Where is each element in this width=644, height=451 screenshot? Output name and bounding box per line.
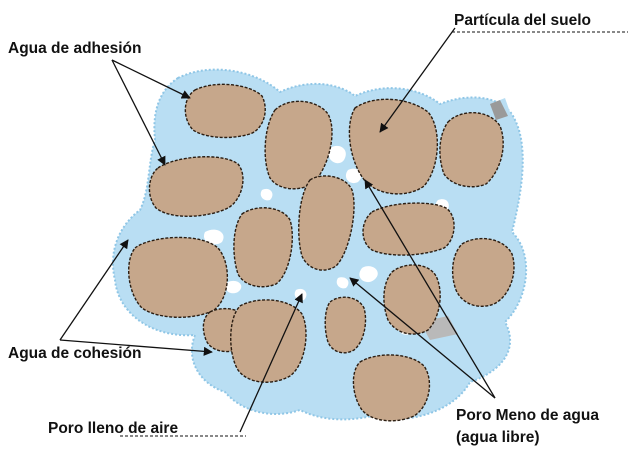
water-pore-label-line2: (agua libre) <box>456 429 540 446</box>
soil-particle <box>325 297 365 353</box>
particle-label: Partícula del suelo <box>454 12 591 29</box>
water-pore-label-line1: Poro Meno de agua <box>456 407 599 424</box>
soil-particle <box>384 265 440 334</box>
soil-particle <box>363 203 454 255</box>
soil-particle <box>129 237 228 317</box>
cohesion-label: Agua de cohesión <box>8 345 142 362</box>
adhesion-label: Agua de adhesión <box>8 40 142 57</box>
air-pore-label: Poro lleno de aire <box>48 420 178 437</box>
soil-particle <box>149 157 243 217</box>
soil-particle <box>234 208 292 287</box>
soil-particle <box>185 84 265 137</box>
soil-particle <box>353 355 429 421</box>
